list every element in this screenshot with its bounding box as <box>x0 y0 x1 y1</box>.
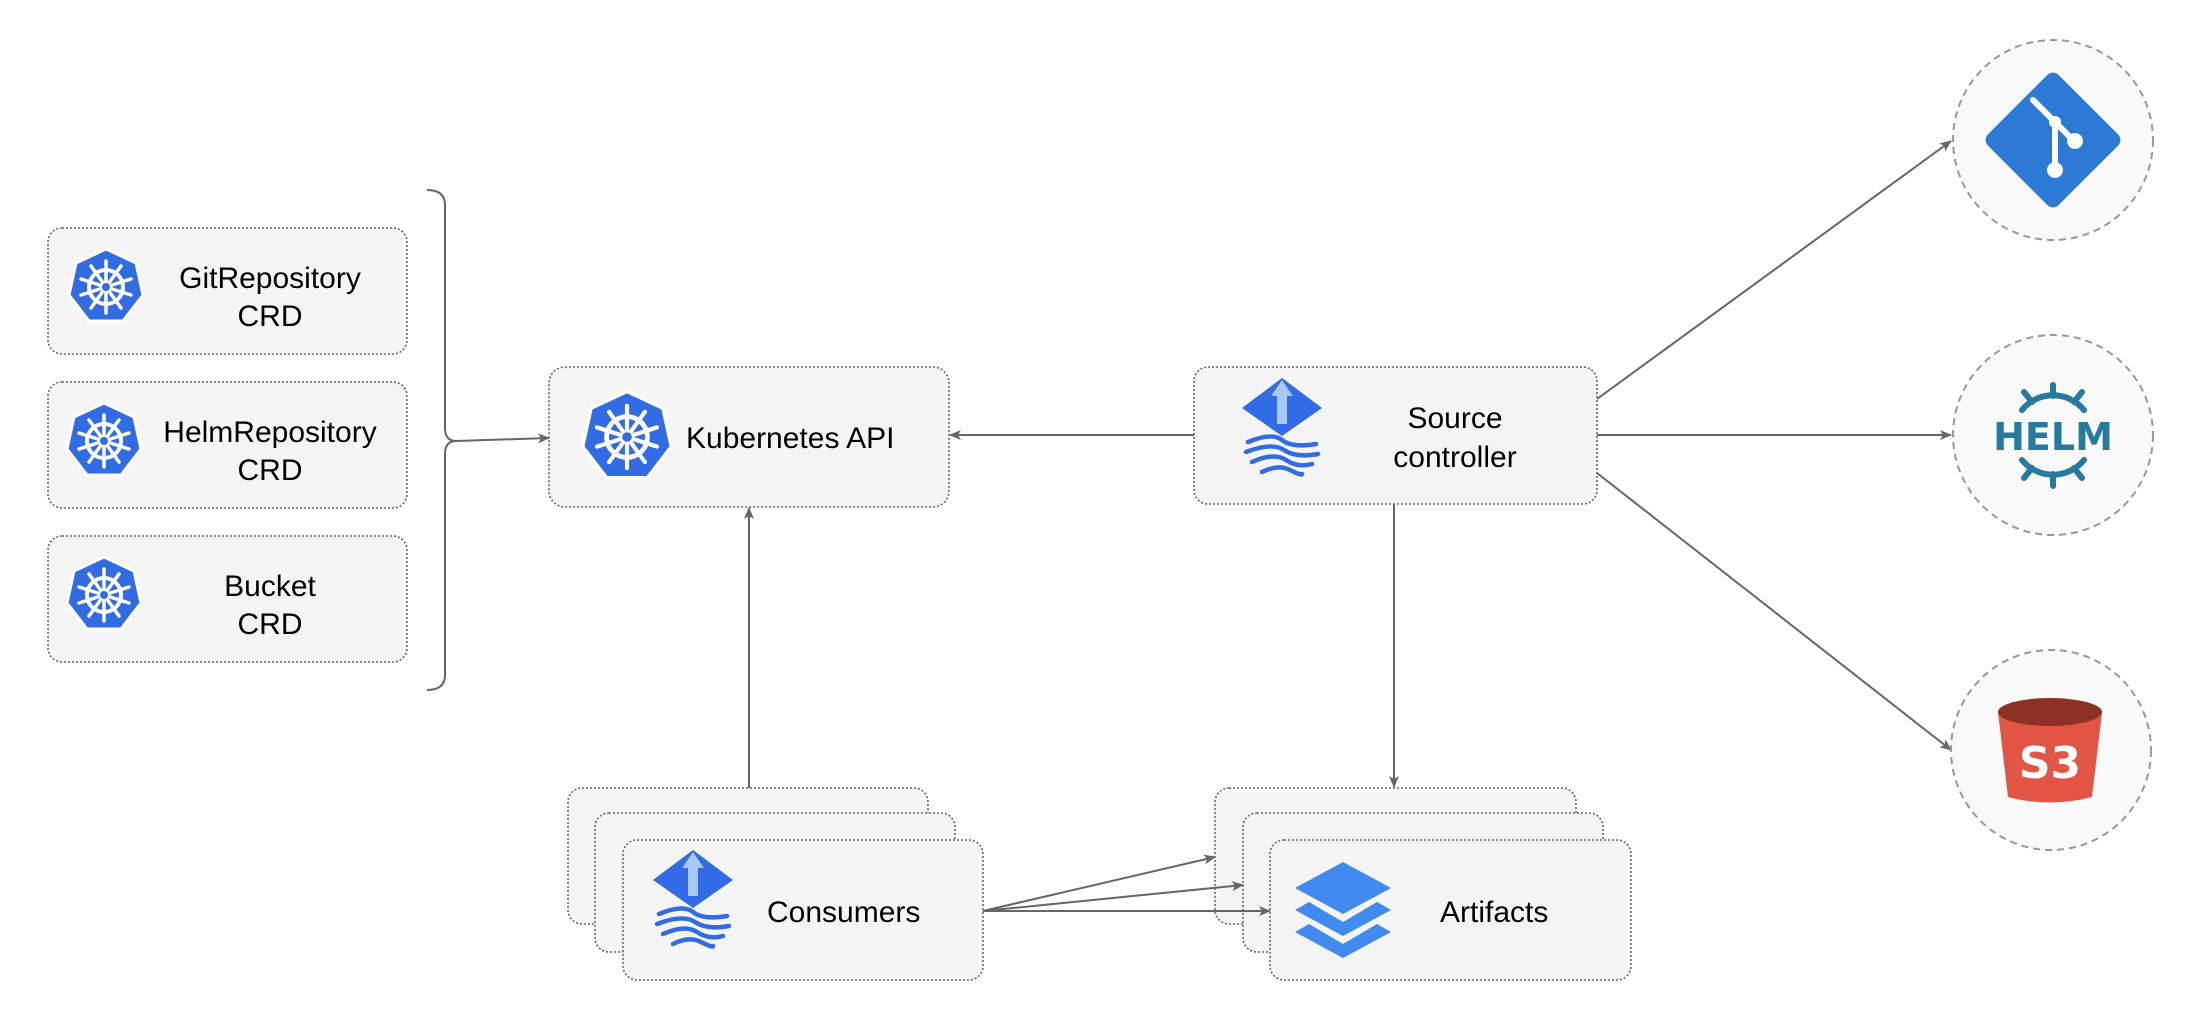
crd-brace <box>426 189 457 691</box>
crd-bucket[interactable]: Bucket CRD <box>47 535 408 663</box>
artifacts-label: Artifacts <box>1440 896 1548 929</box>
edge-consumers-to-artifacts-2 <box>982 881 1244 912</box>
crd-label: Bucket <box>224 570 316 603</box>
crd-sublabel: CRD <box>238 608 303 641</box>
git-icon <box>1985 72 2121 208</box>
edge-source-controller-to-s3 <box>1596 472 1952 751</box>
crd-helm-repository[interactable]: HelmRepository CRD <box>47 381 408 509</box>
crd-label: GitRepository <box>179 262 361 295</box>
edge-crds-to-kubernetes-api <box>455 433 550 444</box>
source-controller-node[interactable]: Source controller <box>1193 366 1598 505</box>
crd-sublabel: CRD <box>238 454 303 487</box>
helm-icon: HELM <box>1993 382 2113 489</box>
crd-label: HelmRepository <box>163 416 376 449</box>
artifacts-node[interactable]: Artifacts <box>1214 787 1632 981</box>
consumers-label: Consumers <box>767 896 920 929</box>
crd-sublabel: CRD <box>238 300 303 333</box>
kubernetes-icon <box>67 247 145 323</box>
source-controller-sublabel: controller <box>1393 441 1516 474</box>
s3-source[interactable]: S3 <box>1950 649 2152 851</box>
kubernetes-icon <box>583 391 672 477</box>
s3-logo-text: S3 <box>2019 738 2081 789</box>
s3-bucket-icon: S3 <box>1998 698 2102 803</box>
kubernetes-api-node[interactable]: Kubernetes API <box>548 366 950 508</box>
edge-source-controller-to-git <box>1596 140 1952 400</box>
kubernetes-icon <box>65 401 143 477</box>
kubernetes-api-label: Kubernetes API <box>686 422 894 455</box>
helm-logo-text: HELM <box>1993 415 2113 459</box>
kubernetes-icon <box>65 555 143 631</box>
source-controller-label: Source <box>1407 402 1502 435</box>
git-source[interactable] <box>1952 39 2154 241</box>
consumers-node[interactable]: Consumers <box>567 787 984 981</box>
helm-source[interactable]: HELM <box>1952 334 2154 536</box>
crd-git-repository[interactable]: GitRepository CRD <box>47 227 408 355</box>
edge-consumers-to-artifacts-1 <box>982 854 1216 912</box>
